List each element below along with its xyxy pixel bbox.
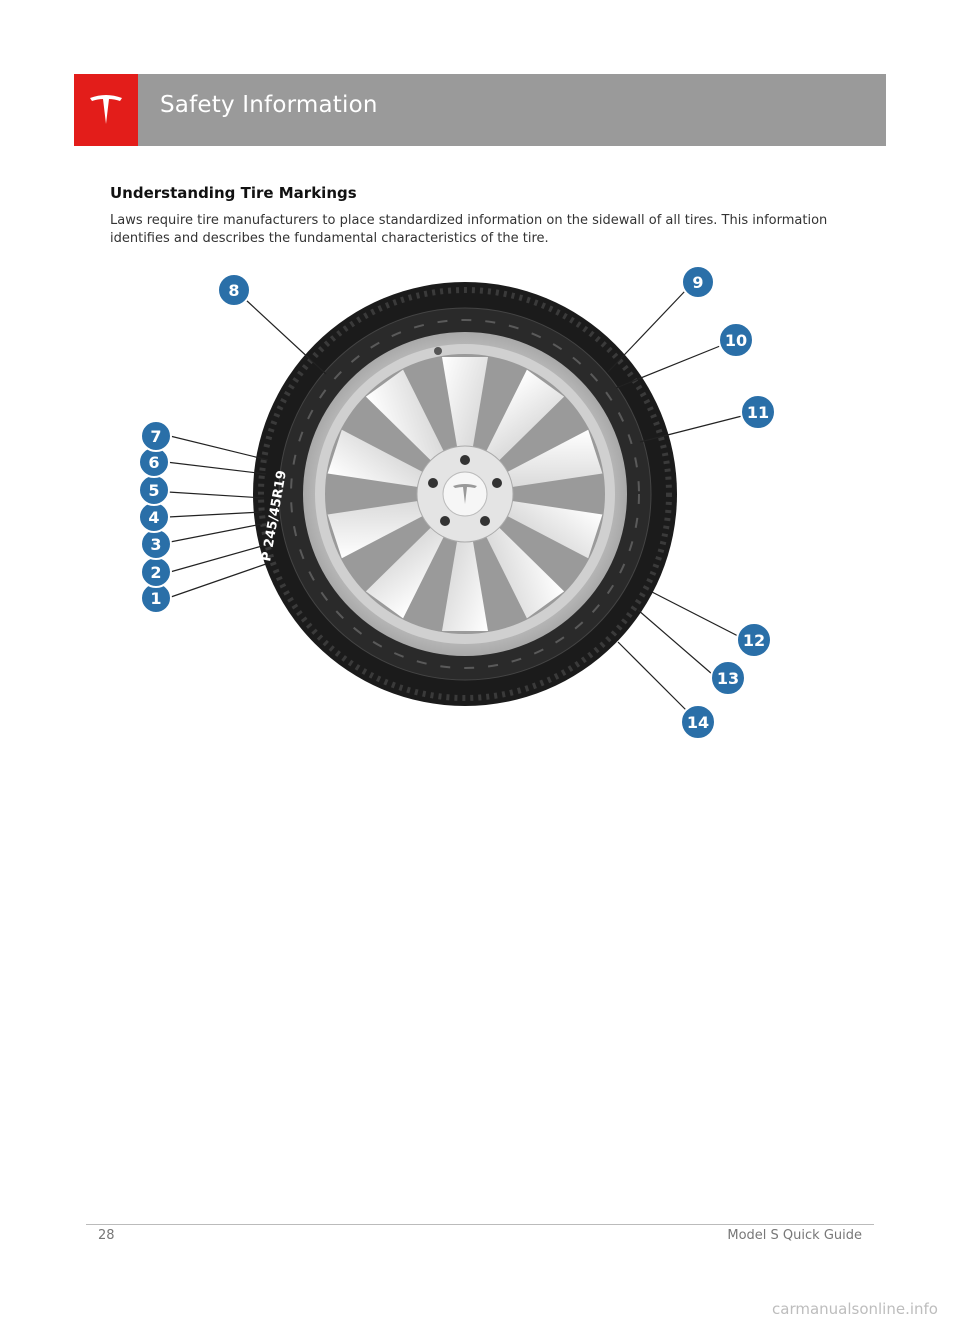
svg-text:6: 6 <box>148 453 159 472</box>
svg-text:10: 10 <box>725 331 747 350</box>
lug-nuts <box>428 455 502 526</box>
svg-text:7: 7 <box>150 427 161 446</box>
tire-illustration: P 245/45R19 1 2 3 4 5 6 7 8 9 10 11 <box>138 265 776 740</box>
callout-5: 5 <box>138 474 170 506</box>
svg-text:14: 14 <box>687 713 709 732</box>
page-title: Safety Information <box>160 92 378 118</box>
callout-3: 3 <box>140 528 172 560</box>
svg-text:9: 9 <box>692 273 703 292</box>
callout-11: 11 <box>740 394 776 430</box>
callout-7: 7 <box>140 420 172 452</box>
callout-9: 9 <box>681 265 715 299</box>
callout-12: 12 <box>736 622 772 658</box>
tire-diagram: P 245/45R19 1 2 3 4 5 6 7 8 9 10 11 <box>120 262 820 742</box>
tesla-logo <box>74 74 138 146</box>
callout-14: 14 <box>680 704 716 740</box>
intro-paragraph: Laws require tire manufacturers to place… <box>110 213 828 246</box>
svg-text:5: 5 <box>148 481 159 500</box>
valve-stem <box>434 347 442 355</box>
svg-text:4: 4 <box>148 508 159 527</box>
footer-divider <box>86 1224 874 1225</box>
watermark: carmanualsonline.info <box>772 1300 938 1318</box>
page-header: Safety Information <box>74 74 886 146</box>
callout-10: 10 <box>718 322 754 358</box>
svg-text:13: 13 <box>717 669 739 688</box>
section-heading: Understanding Tire Markings <box>110 184 357 202</box>
callout-4: 4 <box>138 501 170 533</box>
tesla-logo-icon <box>90 95 122 124</box>
svg-text:1: 1 <box>150 589 161 608</box>
callout-2: 2 <box>140 556 172 588</box>
callout-13: 13 <box>710 660 746 696</box>
svg-text:8: 8 <box>228 281 239 300</box>
svg-text:2: 2 <box>150 563 161 582</box>
leader-lines <box>165 289 743 715</box>
document-title: Model S Quick Guide <box>727 1228 862 1243</box>
callout-8: 8 <box>217 273 251 307</box>
page-number: 28 <box>98 1228 115 1243</box>
svg-text:12: 12 <box>743 631 765 650</box>
svg-text:3: 3 <box>150 535 161 554</box>
svg-text:11: 11 <box>747 403 769 422</box>
